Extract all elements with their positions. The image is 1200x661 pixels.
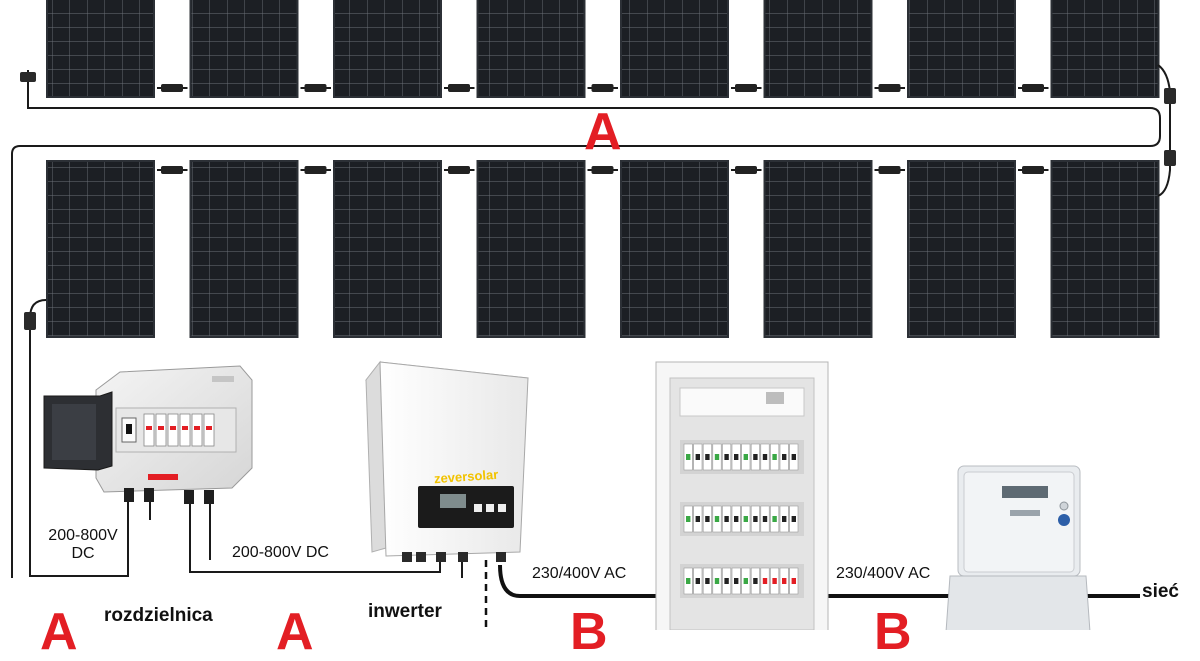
circuit-label-dc-switchgear: A	[40, 603, 78, 661]
panel-interconnect-bottom-6	[874, 166, 905, 174]
ac-cable	[498, 564, 1140, 598]
component-label-grid: sieć	[1142, 581, 1179, 602]
panel-interconnect-bottom-4	[587, 166, 618, 174]
voltage-label-dc-inverter: 200-800V DC	[232, 544, 329, 561]
component-label-inverter: inwerter	[368, 601, 442, 622]
panel-interconnect-bottom-5	[731, 166, 762, 174]
panel-interconnect-bottom-2	[300, 166, 331, 174]
ac-distribution-panel	[655, 361, 829, 630]
panel-interconnect-bottom-3	[444, 166, 475, 174]
voltage-label-dc-string-line1: 200-800V	[48, 527, 118, 544]
panel-interconnect-top-5	[731, 84, 762, 92]
solar-panel-bottom-4	[476, 160, 586, 338]
dc-switchgear-box	[43, 365, 253, 504]
solar-panel-row-top	[46, 0, 1160, 98]
cable-connectors	[20, 72, 1176, 330]
panel-interconnect-top-1	[157, 84, 188, 92]
circuit-label-ac-meter: B	[874, 603, 912, 661]
solar-panel-top-7	[907, 0, 1016, 98]
solar-panel-top-1	[46, 0, 155, 98]
solar-panel-bottom-8	[1050, 160, 1160, 338]
solar-panel-row-bottom	[46, 160, 1160, 338]
solar-panel-bottom-3	[333, 160, 442, 338]
solar-panel-top-5	[620, 0, 729, 98]
pv-installation-diagram	[11, 0, 1176, 630]
breaker-row	[680, 564, 804, 598]
circuit-label-dc-inverter: A	[276, 603, 314, 661]
voltage-label-dc-string: 200-800V DC	[40, 527, 126, 562]
breaker-row	[680, 502, 804, 536]
solar-panel-top-6	[763, 0, 873, 98]
component-label-switchgear: rozdzielnica	[104, 605, 213, 626]
panel-interconnect-top-2	[300, 84, 331, 92]
voltage-label-dc-string-line2: DC	[71, 544, 95, 562]
panel-interconnect-bottom-7	[1018, 166, 1049, 174]
energy-meter	[945, 465, 1091, 630]
voltage-label-ac-meter: 230/400V AC	[836, 565, 931, 582]
inverter-device	[365, 360, 529, 562]
solar-panel-top-2	[189, 0, 299, 98]
breaker-row	[680, 440, 804, 474]
dc-string-cable	[11, 64, 1171, 578]
panel-interconnect-bottom-1	[157, 166, 188, 174]
solar-panel-top-4	[476, 0, 586, 98]
circuit-label-string-loop: A	[584, 103, 622, 161]
panel-interconnect-top-3	[444, 84, 475, 92]
circuit-label-ac-panel: B	[570, 603, 608, 661]
panel-interconnect-top-4	[587, 84, 618, 92]
solar-panel-bottom-7	[907, 160, 1016, 338]
solar-panel-bottom-2	[189, 160, 299, 338]
panel-interconnect-top-6	[874, 84, 905, 92]
solar-panel-bottom-5	[620, 160, 729, 338]
solar-panel-top-8	[1050, 0, 1160, 98]
panel-interconnect-top-7	[1018, 84, 1049, 92]
voltage-label-ac-inverter: 230/400V AC	[532, 565, 627, 582]
solar-panel-bottom-1	[46, 160, 155, 338]
solar-panel-bottom-6	[763, 160, 873, 338]
solar-panel-top-3	[333, 0, 442, 98]
